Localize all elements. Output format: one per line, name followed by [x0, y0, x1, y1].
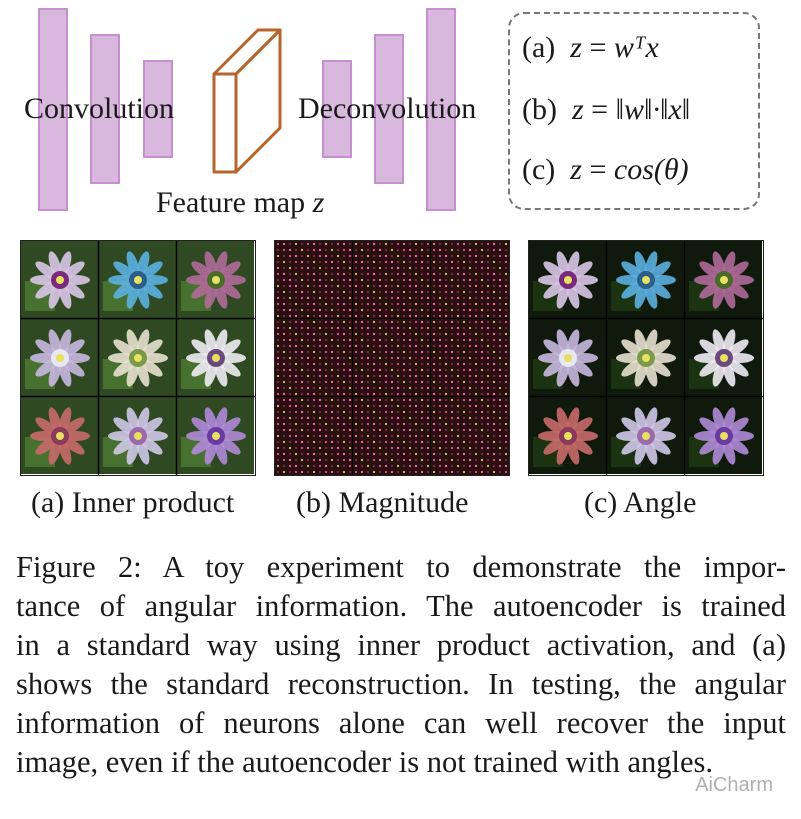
flower-thumbnail: [607, 241, 684, 318]
equation-b-lhs: z: [571, 93, 584, 126]
flower-thumbnail: [685, 397, 762, 474]
equation-c-lhs: z: [570, 153, 582, 186]
flower-thumbnail: [529, 319, 606, 396]
caption-line: image, even if the autoencoder is not tr…: [16, 745, 714, 779]
encoder-layer-3: [143, 60, 173, 158]
flower-thumbnail: [685, 241, 762, 318]
flower-thumbnail: [99, 319, 176, 396]
feature-map-text: Feature map: [156, 186, 306, 219]
flower-thumbnail: [685, 319, 762, 396]
equation-c: (c) z = cos(θ): [522, 153, 689, 186]
deconvolution-label: Deconvolution: [298, 92, 477, 125]
decoder-layer-1: [322, 60, 352, 158]
flower-thumbnail: [21, 319, 98, 396]
flower-thumbnail: [21, 397, 98, 474]
encoder-layer-2: [90, 34, 120, 184]
flower-thumbnail: [177, 241, 254, 318]
equation-b-rhs: ‖w‖·‖x‖: [615, 93, 691, 126]
decoder-layer-2: [374, 34, 404, 184]
caption-line: tance of angular information. The autoen…: [16, 589, 786, 623]
feature-map-label: Feature map z: [156, 188, 324, 218]
equation-b: (b) z = ‖w‖·‖x‖: [522, 93, 691, 126]
figure-caption: Figure 2: A toy experiment to demonstrat…: [16, 548, 786, 782]
caption-line: shows the standard reconstruction. In te…: [16, 667, 786, 701]
panel-label-inner-product: (a) Inner product: [31, 486, 235, 519]
flower-thumbnail: [529, 241, 606, 318]
magnitude-image: [274, 240, 510, 476]
caption-line: in a standard way using inner product ac…: [16, 628, 786, 662]
equation-a-lhs: z: [570, 31, 582, 64]
equation-c-rhs: cos(θ): [613, 153, 689, 186]
flower-thumbnail: [177, 319, 254, 396]
caption-line: information of neurons alone can well re…: [16, 706, 786, 740]
flower-thumbnail: [99, 397, 176, 474]
inner-product-image: [20, 240, 256, 476]
flower-thumbnail: [177, 397, 254, 474]
flower-thumbnail: [529, 397, 606, 474]
flower-thumbnail: [607, 319, 684, 396]
panel-label-magnitude: (b) Magnitude: [296, 486, 469, 519]
feature-map-cube: [212, 28, 282, 174]
convolution-label: Convolution: [24, 92, 175, 125]
encoder-layer-1: [38, 8, 68, 211]
magnitude-noise-pattern: [277, 243, 507, 473]
angle-image: [528, 240, 764, 476]
equation-b-tag: (b): [522, 93, 557, 126]
decoder-layer-3: [426, 8, 456, 211]
equation-c-tag: (c): [522, 153, 556, 186]
panel-label-angle: (c) Angle: [584, 486, 697, 519]
flower-thumbnail: [21, 241, 98, 318]
flower-thumbnail: [607, 397, 684, 474]
watermark: AiCharm: [695, 774, 773, 796]
equation-a-tag: (a): [522, 31, 556, 64]
caption-line: Figure 2: A toy experiment to demonstrat…: [16, 550, 786, 584]
equation-box: [508, 12, 760, 210]
equation-a-rhs: wᵀx: [613, 31, 659, 64]
feature-map-variable: z: [312, 186, 325, 219]
flower-thumbnail: [99, 241, 176, 318]
equation-a: (a) z = wᵀx: [522, 31, 659, 64]
